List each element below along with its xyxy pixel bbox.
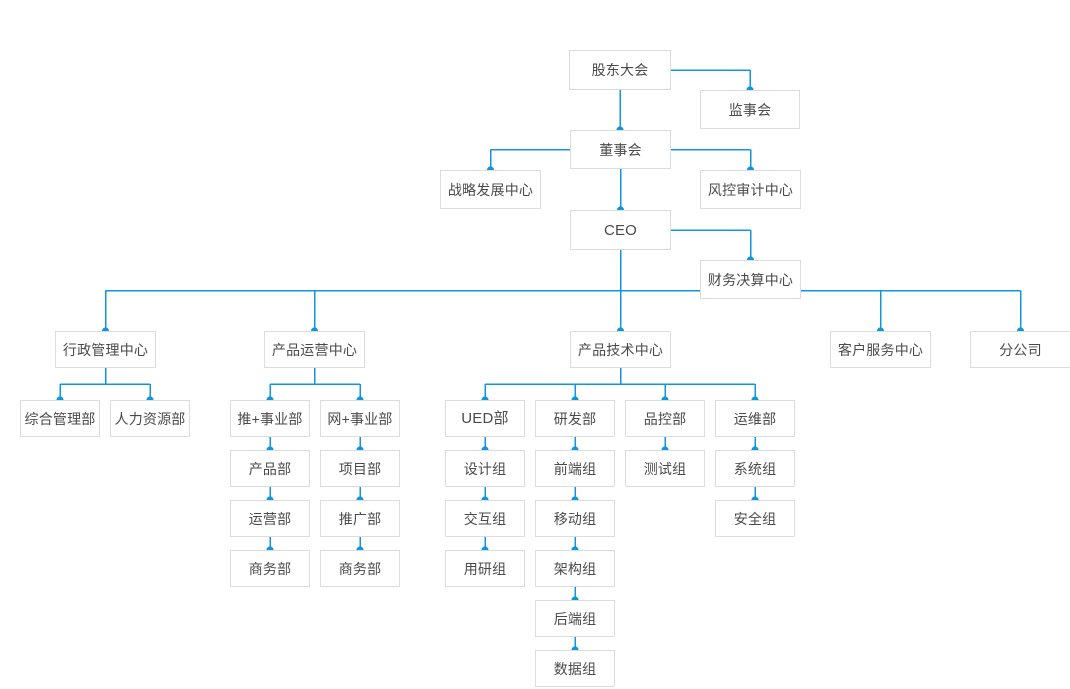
org-node-risk-audit-center[interactable]: 风控审计中心 <box>700 170 801 209</box>
org-node-operations-dept[interactable]: 运营部 <box>230 500 310 537</box>
org-node-label: UED部 <box>461 410 509 427</box>
org-node-business-dept-1[interactable]: 商务部 <box>230 550 310 587</box>
org-node-label: 运维部 <box>733 410 777 427</box>
org-node-label: 战略发展中心 <box>447 181 534 198</box>
org-node-label: 董事会 <box>599 141 642 158</box>
org-node-label: 系统组 <box>733 460 777 477</box>
org-node-label: 项目部 <box>338 460 382 477</box>
org-node-label: 产品运营中心 <box>271 341 358 358</box>
org-node-label: 用研组 <box>463 560 507 577</box>
org-node-customer-service-center[interactable]: 客户服务中心 <box>830 331 931 368</box>
org-node-label: 财务决算中心 <box>707 271 794 288</box>
org-node-test-group[interactable]: 测试组 <box>625 450 705 487</box>
org-node-label: 设计组 <box>463 460 507 477</box>
org-node-strategy-center[interactable]: 战略发展中心 <box>440 170 541 209</box>
org-node-label: 网+事业部 <box>327 410 393 427</box>
org-node-tui-business-unit[interactable]: 推+事业部 <box>230 400 310 437</box>
org-node-label: 产品技术中心 <box>577 341 664 358</box>
org-node-label: 测试组 <box>643 460 687 477</box>
org-node-label: 交互组 <box>463 510 507 527</box>
org-node-label: 架构组 <box>553 560 597 577</box>
org-node-label: CEO <box>603 221 638 239</box>
org-node-label: 行政管理中心 <box>62 341 149 358</box>
org-node-label: 品控部 <box>643 410 687 427</box>
org-node-label: 前端组 <box>553 460 597 477</box>
org-node-design-group[interactable]: 设计组 <box>445 450 525 487</box>
org-node-interaction-group[interactable]: 交互组 <box>445 500 525 537</box>
org-node-label: 综合管理部 <box>24 410 96 427</box>
org-node-label: 推+事业部 <box>237 410 303 427</box>
org-node-data-group[interactable]: 数据组 <box>535 650 615 687</box>
org-node-user-research-group[interactable]: 用研组 <box>445 550 525 587</box>
org-node-label: 商务部 <box>248 560 292 577</box>
org-node-product-dept[interactable]: 产品部 <box>230 450 310 487</box>
org-node-label: 风控审计中心 <box>707 181 794 198</box>
org-node-label: 人力资源部 <box>114 410 186 427</box>
org-node-promotion-dept[interactable]: 推广部 <box>320 500 400 537</box>
org-node-admin-center[interactable]: 行政管理中心 <box>55 331 156 368</box>
org-node-system-group[interactable]: 系统组 <box>715 450 795 487</box>
org-node-label: 分公司 <box>999 341 1042 358</box>
org-node-qa-dept[interactable]: 品控部 <box>625 400 705 437</box>
org-node-label: 股东大会 <box>591 62 649 78</box>
org-node-label: 数据组 <box>553 660 597 677</box>
org-node-business-dept-2[interactable]: 商务部 <box>320 550 400 587</box>
org-node-label: 研发部 <box>553 410 597 427</box>
org-node-branch-company[interactable]: 分公司 <box>970 331 1070 368</box>
org-node-label: 安全组 <box>733 510 777 527</box>
org-node-wang-business-unit[interactable]: 网+事业部 <box>320 400 400 437</box>
org-node-shareholders[interactable]: 股东大会 <box>569 50 671 90</box>
org-node-product-ops-center[interactable]: 产品运营中心 <box>264 331 365 368</box>
org-node-project-dept[interactable]: 项目部 <box>320 450 400 487</box>
org-node-general-admin-dept[interactable]: 综合管理部 <box>20 400 100 437</box>
org-node-ceo[interactable]: CEO <box>570 210 671 250</box>
org-node-label: 客户服务中心 <box>837 341 924 358</box>
org-node-label: 商务部 <box>338 560 382 577</box>
org-node-backend-group[interactable]: 后端组 <box>535 600 615 637</box>
org-node-label: 运营部 <box>248 510 292 527</box>
org-node-finance-center[interactable]: 财务决算中心 <box>700 260 801 299</box>
org-node-board[interactable]: 董事会 <box>570 130 671 169</box>
org-node-security-group[interactable]: 安全组 <box>715 500 795 537</box>
org-node-label: 后端组 <box>553 610 597 627</box>
org-node-ops-dept[interactable]: 运维部 <box>715 400 795 437</box>
org-node-label: 推广部 <box>338 510 382 527</box>
org-node-supervisors[interactable]: 监事会 <box>700 90 800 129</box>
org-node-rd-dept[interactable]: 研发部 <box>535 400 615 437</box>
org-node-mobile-group[interactable]: 移动组 <box>535 500 615 537</box>
org-node-frontend-group[interactable]: 前端组 <box>535 450 615 487</box>
org-node-hr-dept[interactable]: 人力资源部 <box>110 400 190 437</box>
org-node-label: 监事会 <box>728 101 772 118</box>
org-node-label: 移动组 <box>553 510 597 527</box>
org-node-ued-dept[interactable]: UED部 <box>445 400 525 437</box>
org-node-architecture-group[interactable]: 架构组 <box>535 550 615 587</box>
org-node-product-tech-center[interactable]: 产品技术中心 <box>570 331 671 368</box>
org-node-label: 产品部 <box>248 460 292 477</box>
